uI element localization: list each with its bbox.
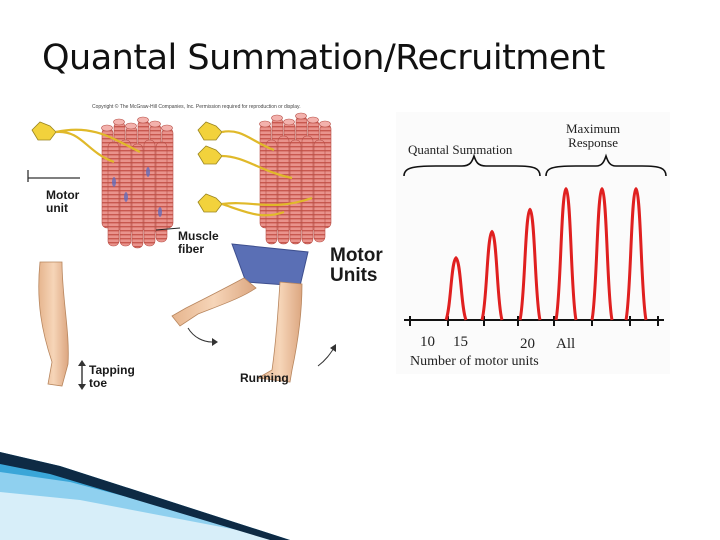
tick-label-20: 20 bbox=[520, 336, 535, 352]
label-tapping-toe: Tapping toe bbox=[89, 363, 135, 390]
tapping-leg bbox=[38, 261, 69, 387]
label-motor-units: Motor Units bbox=[330, 245, 383, 286]
peak-6 bbox=[624, 186, 648, 321]
brace-quantal bbox=[403, 153, 541, 177]
tick-label-10: 10 bbox=[420, 334, 435, 350]
motor-unit-illustration: Copyright © The McGraw-Hill Companies, I… bbox=[22, 102, 402, 402]
motor-neurons bbox=[31, 121, 223, 213]
brace-maximum bbox=[545, 153, 667, 177]
label-muscle-fiber: Muscle fiber bbox=[178, 229, 219, 256]
label-quantal-summation: Quantal Summation bbox=[408, 142, 513, 157]
tick-label-15: 15 bbox=[453, 334, 468, 350]
peak-2 bbox=[480, 229, 504, 321]
motor-unit-drawing bbox=[27, 112, 336, 390]
tick-label-all: All bbox=[556, 336, 576, 352]
runner-figure bbox=[171, 243, 309, 383]
peak-3 bbox=[518, 207, 542, 321]
corner-decoration bbox=[0, 452, 290, 540]
slide-title: Quantal Summation/Recruitment bbox=[42, 38, 605, 78]
muscle-bundle-left bbox=[101, 116, 174, 249]
label-motor-unit: Motor unit bbox=[46, 188, 80, 215]
peaks-plot bbox=[396, 112, 670, 374]
copyright-notice: Copyright © The McGraw-Hill Companies, I… bbox=[92, 104, 301, 110]
axons bbox=[55, 128, 313, 217]
peak-5 bbox=[590, 186, 614, 321]
peak-4 bbox=[554, 186, 578, 321]
peak-1 bbox=[444, 255, 468, 321]
label-maximum-response: Maximum Response bbox=[566, 121, 621, 150]
label-running: Running bbox=[240, 371, 289, 385]
peaks-group bbox=[444, 186, 648, 321]
x-axis-title: Number of motor units bbox=[410, 354, 539, 369]
muscle-bundle-right bbox=[259, 112, 332, 245]
quantal-summation-figure: Quantal Summation Maximum Response 10 15… bbox=[396, 112, 670, 374]
